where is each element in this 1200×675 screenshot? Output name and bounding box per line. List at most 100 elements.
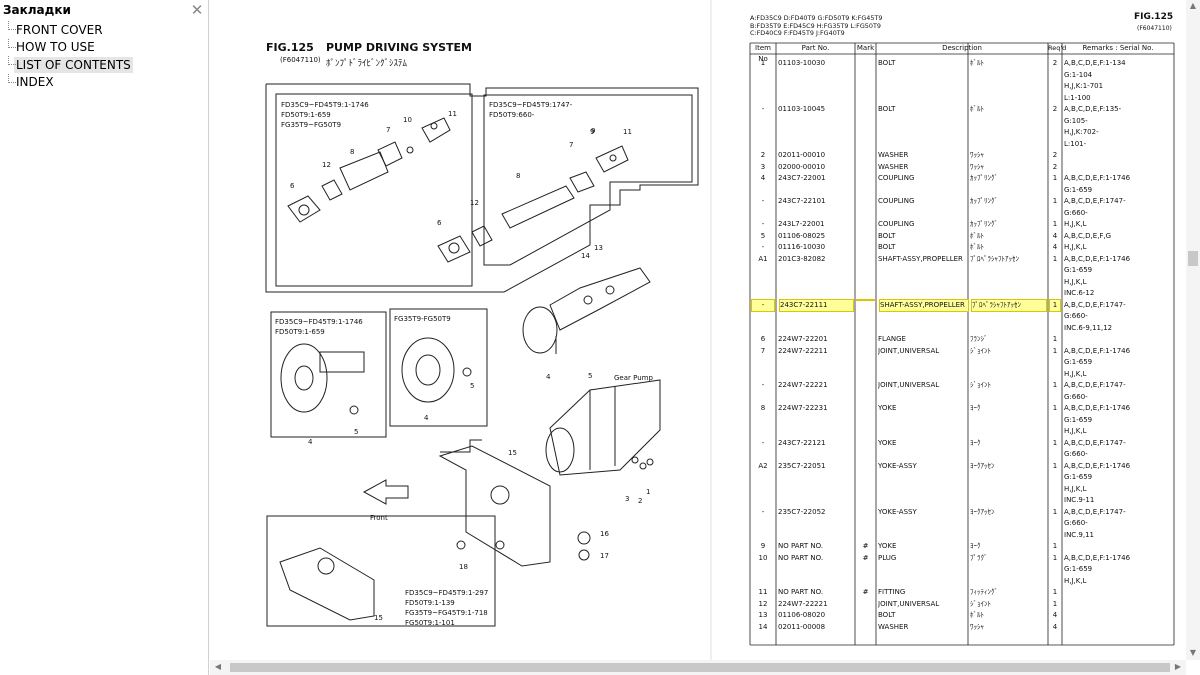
bookmark-list-of-contents[interactable]: LIST OF CONTENTS [0,56,208,74]
svg-text:9: 9 [590,128,594,136]
row-qty: 4 [1052,622,1058,631]
row-part: 02011-00008 [778,622,826,631]
row-item: - [761,197,765,205]
col-remarks: Remarks : Serial No. [1082,44,1154,52]
row-desc: COUPLING [878,220,915,228]
row-qty: 1 [1052,174,1058,182]
bookmark-index[interactable]: INDEX [0,73,208,92]
parts-diagram: FIG.125 PUMP DRIVING SYSTEM (F6047110) ﾎ… [265,41,699,627]
close-icon[interactable]: ✕ [190,0,204,19]
row-qty: 1 [1052,254,1058,263]
row-desc-jp: ﾎﾞﾙﾄ [970,231,984,240]
row-item: - [761,381,765,389]
svg-text:12: 12 [322,161,331,169]
row-remark: G:1-659 [1064,415,1093,424]
row-remark: G:1-659 [1064,473,1093,481]
row-desc: JOINT,UNIVERSAL [878,346,940,355]
row-desc-jp: ﾜｯｼｬ [970,151,984,159]
svg-text:6: 6 [437,219,442,227]
row-remark: H,J,K,L [1064,576,1087,585]
row-remark: G:660- [1064,450,1088,458]
row-desc-jp: ﾌﾟﾛﾍﾟﾗｼｬﾌﾄｱｯｾﾝ [971,298,1047,312]
bookmark-front-cover[interactable]: FRONT COVER [0,21,208,39]
svg-text:11: 11 [448,110,457,118]
row-part: 01106-08025 [778,231,826,240]
svg-text:8: 8 [516,172,520,180]
row-item: 10 [758,553,768,562]
vertical-scrollbar[interactable]: ▲ ▼ [1186,0,1200,660]
row-qty: 1 [1049,298,1061,312]
row-item: - [761,438,765,447]
page-parts-list: A:FD35C9 D:FD40T9 G:FD50T9 K:FG45T9 B:FD… [712,0,1186,660]
gear-pump-shape [549,379,661,476]
col-item: Item No [755,44,771,63]
row-desc: SHAFT-ASSY,PROPELLER [878,254,963,263]
coupling-shape [522,306,558,354]
box-variant-5 [266,515,496,627]
jp-title: ﾎﾟﾝﾌﾟﾄﾞﾗｲﾋﾞﾝｸﾞｼｽﾃﾑ [326,58,408,69]
bookmarks-header: Закладки ✕ [0,0,208,19]
svg-text:8: 8 [350,148,354,156]
svg-text:3: 3 [625,495,629,503]
row-qty: 2 [1052,59,1058,67]
row-part: 01103-10045 [778,105,826,113]
arrow-right-icon[interactable]: ▶ [1174,662,1182,671]
row-desc: YOKE [878,404,897,412]
row-part: 243C7-22101 [778,197,826,205]
row-remark: H,J,K,L [1064,220,1087,228]
row-item: - [761,220,765,228]
row-part: 224W7-22211 [778,346,828,355]
yoke-end-shape [421,117,451,143]
bookmark-how-to-use[interactable]: HOW TO USE [0,38,208,57]
vertical-scroll-thumb[interactable] [1188,251,1198,266]
horizontal-scroll-thumb[interactable] [230,663,1170,672]
row-item: 3 [760,162,766,171]
box-variant-2 [483,94,693,266]
arrow-down-icon[interactable]: ▼ [1189,648,1197,657]
row-item: A1 [758,254,768,263]
row-desc-jp: ﾖｰｸｱｯｾﾝ [970,461,995,470]
leader-line [440,439,482,453]
row-desc: BOLT [878,243,896,251]
box4-label-line-1: FG35T9-FG50T9 [394,315,451,323]
row-desc: PLUG [878,553,897,562]
col-reqd: Req'd [1048,44,1067,52]
box5-label-line-4: FG50T9:1-101 [405,619,455,627]
row-desc-jp: ｶｯﾌﾟﾘﾝｸﾞ [970,220,998,228]
col-desc: Description [942,44,982,52]
row-qty: 1 [1052,438,1058,447]
svg-text:15: 15 [508,449,517,457]
row-qty: 1 [1052,404,1058,412]
bookmarks-tree: FRONT COVER HOW TO USE LIST OF CONTENTS … [0,19,208,91]
row-item: 1 [760,59,766,67]
box3-label-line-1: FD35C9~FD45T9:1-1746 [275,318,363,326]
row-remark: A,B,C,D,E,F:1-1746 [1064,461,1131,470]
document-view[interactable]: FIG.125 PUMP DRIVING SYSTEM (F6047110) ﾎ… [210,0,1186,660]
row-remark: A,B,C,D,E,F:1-1746 [1064,346,1131,355]
row-desc: COUPLING [878,174,915,182]
row-remark: G:660- [1064,519,1088,527]
row-qty: 1 [1052,335,1058,343]
arrow-left-icon[interactable]: ◀ [214,662,222,671]
row-qty: 4 [1052,243,1058,251]
row-remark: H,J,K,L [1064,369,1087,378]
row-item: 8 [760,404,766,412]
row-part: 02011-00010 [778,151,826,159]
row-qty: 1 [1052,507,1058,516]
box-variant-1 [275,93,473,287]
front-label: Front [370,514,388,522]
svg-text:18: 18 [459,563,468,571]
row-desc: YOKE [878,438,897,447]
row-desc-jp: ﾎﾞﾙﾄ [970,243,984,251]
box1-label-line-3: FG35T9~FG50T9 [281,121,341,129]
row-desc: BOLT [878,59,896,67]
row-desc-jp: ﾖｰｸ [970,438,981,447]
row-remark: A,B,C,D,E,F:135- [1064,105,1122,113]
row-desc: YOKE-ASSY [878,507,917,516]
bracket-shape [438,445,551,567]
row-desc-jp: ﾎﾞﾙﾄ [970,59,984,67]
arrow-up-icon[interactable]: ▲ [1189,1,1197,10]
horizontal-scrollbar[interactable]: ◀ ▶ [210,660,1186,675]
region-outline [265,83,699,293]
box1-label-line-2: FD50T9:1-659 [281,111,331,119]
